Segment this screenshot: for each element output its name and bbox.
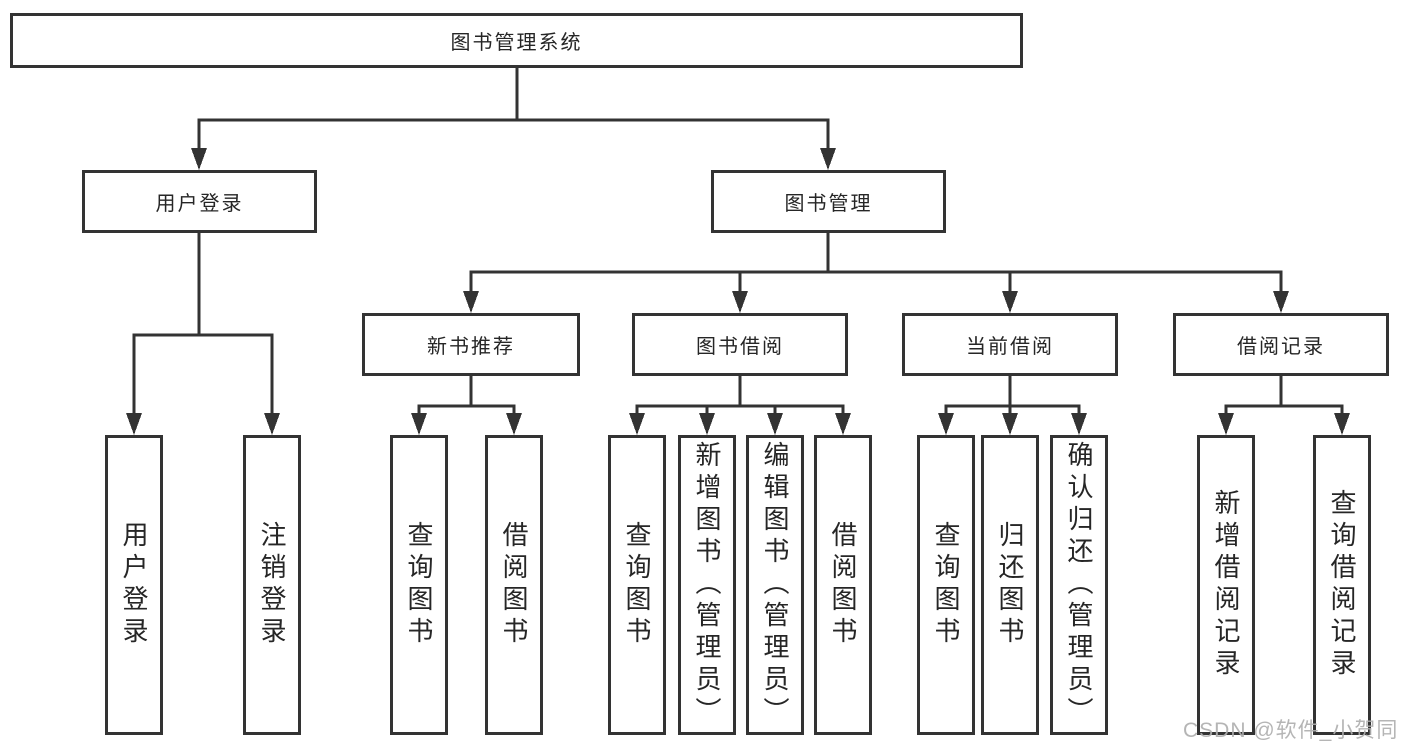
node-book-borrowing-label: 图书借阅 — [696, 336, 784, 358]
csdn-watermark: CSDN @软件_小贺同学 — [1183, 719, 1399, 742]
node-book-management-label: 图书管理 — [784, 193, 873, 215]
leaf-logout-label: 注销登录 — [257, 521, 287, 649]
leaf-add-book-admin: 新增图书（管理员） — [678, 435, 736, 735]
leaf-query-books-current-label: 查询图书 — [931, 521, 961, 649]
leaf-return-book-label: 归还图书 — [995, 521, 1025, 649]
leaf-confirm-return-admin-label: 确认归还（管理员） — [1064, 441, 1094, 729]
node-new-book-recommendation-label: 新书推荐 — [427, 336, 515, 358]
leaf-add-borrow-record-label: 新增借阅记录 — [1211, 489, 1241, 681]
node-root-label: 图书管理系统 — [450, 32, 583, 54]
leaf-query-borrow-record-label: 查询借阅记录 — [1327, 489, 1357, 681]
leaf-query-books-recommend-label: 查询图书 — [404, 521, 434, 649]
node-current-borrowing-label: 当前借阅 — [966, 336, 1054, 358]
leaf-return-book: 归还图书 — [981, 435, 1039, 735]
leaf-query-borrow-record: 查询借阅记录 — [1313, 435, 1371, 735]
node-book-borrowing: 图书借阅 — [632, 313, 848, 376]
leaf-edit-book-admin-label: 编辑图书（管理员） — [760, 441, 790, 729]
node-borrowing-records: 借阅记录 — [1173, 313, 1389, 376]
node-new-book-recommendation: 新书推荐 — [362, 313, 580, 376]
leaf-add-book-admin-label: 新增图书（管理员） — [692, 441, 722, 729]
node-current-borrowing: 当前借阅 — [902, 313, 1118, 376]
leaf-confirm-return-admin: 确认归还（管理员） — [1050, 435, 1108, 735]
leaf-borrow-books-borrowing-label: 借阅图书 — [828, 521, 858, 649]
leaf-borrow-books-recommend: 借阅图书 — [485, 435, 543, 735]
leaf-query-books-current: 查询图书 — [917, 435, 975, 735]
leaf-add-borrow-record: 新增借阅记录 — [1197, 435, 1255, 735]
leaf-edit-book-admin: 编辑图书（管理员） — [746, 435, 804, 735]
node-root: 图书管理系统 — [10, 13, 1023, 68]
leaf-logout: 注销登录 — [243, 435, 301, 735]
leaf-query-books-borrowing: 查询图书 — [608, 435, 666, 735]
leaf-user-login: 用户登录 — [105, 435, 163, 735]
node-user-login-label: 用户登录 — [155, 193, 244, 215]
leaf-query-books-borrowing-label: 查询图书 — [622, 521, 652, 649]
leaf-borrow-books-recommend-label: 借阅图书 — [499, 521, 529, 649]
node-user-login: 用户登录 — [82, 170, 317, 233]
node-borrowing-records-label: 借阅记录 — [1237, 336, 1325, 358]
leaf-user-login-label: 用户登录 — [119, 521, 149, 649]
leaf-query-books-recommend: 查询图书 — [390, 435, 448, 735]
leaf-borrow-books-borrowing: 借阅图书 — [814, 435, 872, 735]
node-book-management: 图书管理 — [711, 170, 946, 233]
